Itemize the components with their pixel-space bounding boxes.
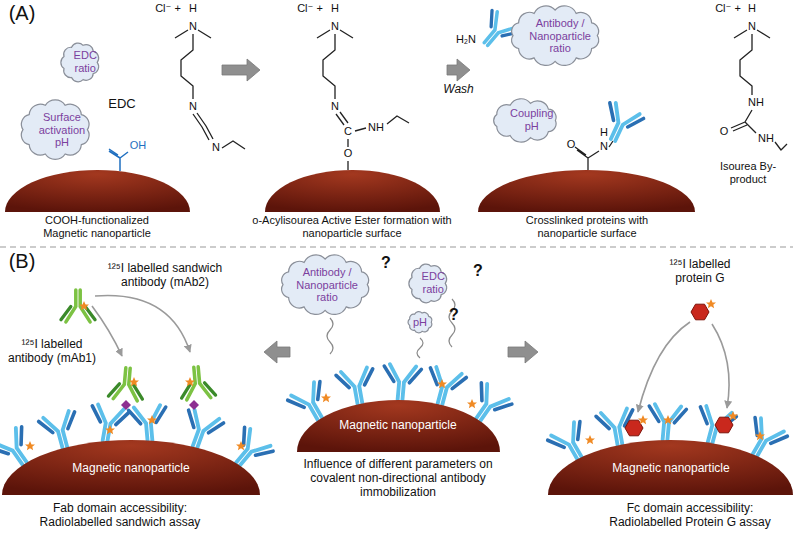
process-arrow [508,341,538,363]
atom-label: N [185,100,201,113]
process-arrow [264,341,290,363]
arrow-label: Wash [441,82,475,96]
atom-label: O [716,125,732,138]
edc-structure [175,30,245,149]
atom-label: NH [745,96,767,109]
atom-label: OH [127,139,149,152]
question-mark: ? [379,254,393,272]
atom-label: N [744,20,760,33]
reagent-label: EDC [102,97,142,112]
node-text: Antibody / Nanoparticle ratio [524,17,596,55]
antibody [0,9,789,476]
panel-letter: (A) [2,2,42,25]
annotation-text: ¹²⁵I labelled antibody (mAb1) [4,338,100,366]
atom-label: Cl⁻ + [710,2,746,15]
question-mark: ? [447,306,461,324]
atom-label: H [327,2,343,15]
node-text: Magnetic nanoparticle [591,462,751,476]
assay-caption: Influence of different parameters on cov… [291,458,505,499]
atom-label: N [596,140,612,153]
node-text: Surface activation pH [32,111,92,149]
parameter-cloud: pH [404,308,436,336]
node-text: pH [413,316,427,329]
atom-label: H [596,126,612,139]
nanoparticle-dome [5,5,220,242]
atom-label: H [744,2,760,15]
nanoparticle: Magnetic nanoparticle [292,340,506,456]
active-ester-structure [317,30,409,170]
nanoparticle-dome [262,5,445,242]
parameter-cloud: Antibody / Nanoparticle ratio [278,254,372,315]
nanoparticle: Magnetic nanoparticle [540,330,793,498]
node-text: Magnetic nanoparticle [318,419,478,433]
atom-label: N [327,20,343,33]
binding-arrow [92,295,729,412]
atom-label: N [185,20,201,33]
atom-label: H [185,2,201,15]
atom-label: C [340,125,356,138]
process-arrow [222,59,260,81]
atom-label: Cl⁻ + [150,2,186,15]
protein-g [625,304,733,436]
parameter-cloud: EDC ratio [406,261,450,306]
assay-caption: Fc domain accessibility: Radiolabelled P… [590,502,790,530]
parameter-cloud: Coupling pH [490,98,560,143]
atom-label: N [208,141,224,154]
panel-letter: (B) [2,250,42,273]
isourea-structure [731,30,787,150]
nanoparticle: o-Acylisourea Active Ester formation wit… [262,5,445,242]
nanoparticle: COOH-functionalized Magnetic nanoparticl… [5,5,220,242]
node-text: o-Acylisourea Active Ester formation wit… [252,214,452,239]
atom-label: NH [755,132,777,145]
annotation-text: ¹²⁵I labelled sandwich antibody (mAb2) [100,262,230,290]
assay-caption: Fab domain accessibility: Radiolabelled … [15,502,225,530]
atom-label: NH [365,121,387,134]
atom-label: O [340,147,356,160]
antigen-diamond [121,400,199,410]
annotation-text: ¹²⁵I labelled protein G [650,258,750,286]
nanoparticle: Crosslinked proteins with nanoparticle s… [472,5,700,242]
parameter-cloud: Antibody / Nanoparticle ratio [508,5,602,66]
node-text: Magnetic nanoparticle [51,462,211,476]
node-text: Coupling pH [503,107,560,132]
carboxyl-group [109,149,128,171]
sandwich-antibody [61,290,216,401]
atom-label: H₂N [452,33,480,46]
amide-bond [575,141,613,170]
byproduct-caption: Isourea By-product [713,160,783,185]
node-text: Antibody / Nanoparticle ratio [294,266,360,304]
node-text: Crosslinked proteins with nanoparticle s… [502,214,672,239]
node-text: EDC ratio [68,49,102,74]
nanoparticle-dome [472,5,700,242]
panel-divider [0,246,793,247]
question-mark: ? [471,262,485,280]
iodine-label-star [25,299,765,450]
atom-label: Cl⁻ + [292,2,328,15]
nanoparticle-dome [292,340,506,456]
atom-label: O [563,138,579,151]
process-arrow [447,59,470,81]
node-text: EDC ratio [416,270,450,295]
atom-label: N [327,100,343,113]
parameter-cloud: Surface activation pH [18,99,92,160]
parameter-cloud: EDC ratio [58,40,102,85]
node-text: COOH-functionalized Magnetic nanoparticl… [22,214,172,239]
